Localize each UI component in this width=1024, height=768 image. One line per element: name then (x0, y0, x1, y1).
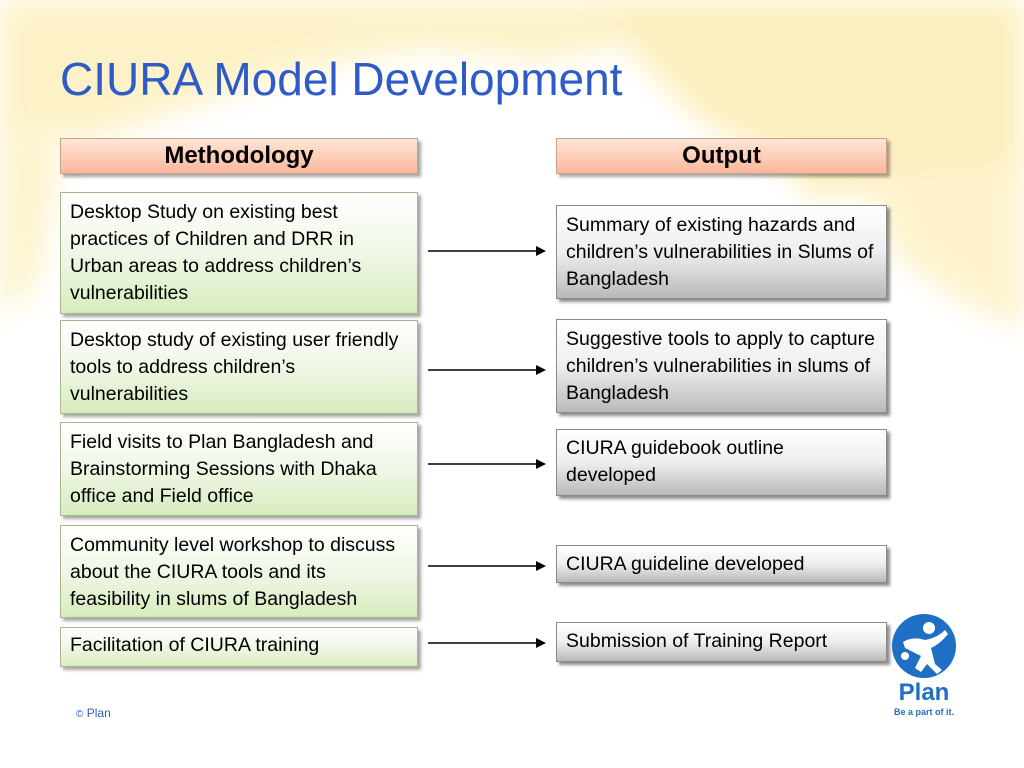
logo-tagline: Be a part of it. (894, 707, 954, 717)
plan-logo-icon: Plan Be a part of it. (892, 614, 956, 717)
methodology-header: Methodology (60, 138, 418, 174)
output-text-1: Summary of existing hazards and children… (566, 214, 874, 290)
methodology-box-2: Desktop study of existing user friendly … (60, 320, 418, 414)
output-box-4: CIURA guideline developed (556, 545, 887, 583)
right-arrow-icon (428, 459, 546, 469)
output-header-label: Output (682, 142, 761, 169)
copyright: © Plan (76, 706, 111, 720)
output-box-5: Submission of Training Report (556, 622, 887, 662)
methodology-box-1: Desktop Study on existing best practices… (60, 192, 418, 314)
output-text-4: CIURA guideline developed (566, 553, 805, 575)
right-arrow-icon (428, 638, 546, 648)
output-box-2: Suggestive tools to apply to capture chi… (556, 319, 887, 413)
output-box-1: Summary of existing hazards and children… (556, 205, 887, 299)
methodology-text-4: Community level workshop to discuss abou… (70, 534, 396, 610)
copyright-symbol: © (76, 709, 84, 720)
methodology-text-1: Desktop Study on existing best practices… (70, 201, 362, 304)
methodology-text-5: Facilitation of CIURA training (70, 634, 320, 656)
methodology-box-5: Facilitation of CIURA training (60, 627, 418, 667)
output-box-3: CIURA guidebook outline developed (556, 429, 887, 496)
output-text-2: Suggestive tools to apply to capture chi… (566, 328, 875, 404)
logo-name: Plan (899, 679, 950, 706)
right-arrow-icon (428, 246, 546, 256)
right-arrow-icon (428, 561, 546, 571)
methodology-box-3: Field visits to Plan Bangladesh and Brai… (60, 422, 418, 516)
methodology-box-4: Community level workshop to discuss abou… (60, 525, 418, 618)
output-text-5: Submission of Training Report (566, 630, 828, 652)
methodology-text-2: Desktop study of existing user friendly … (70, 329, 399, 405)
page-title: CIURA Model Development (60, 53, 623, 105)
methodology-header-label: Methodology (164, 142, 314, 169)
copyright-text: Plan (86, 706, 111, 720)
methodology-text-3: Field visits to Plan Bangladesh and Brai… (70, 431, 377, 507)
output-header: Output (556, 138, 887, 174)
output-text-3: CIURA guidebook outline developed (566, 437, 784, 486)
right-arrow-icon (428, 365, 546, 375)
